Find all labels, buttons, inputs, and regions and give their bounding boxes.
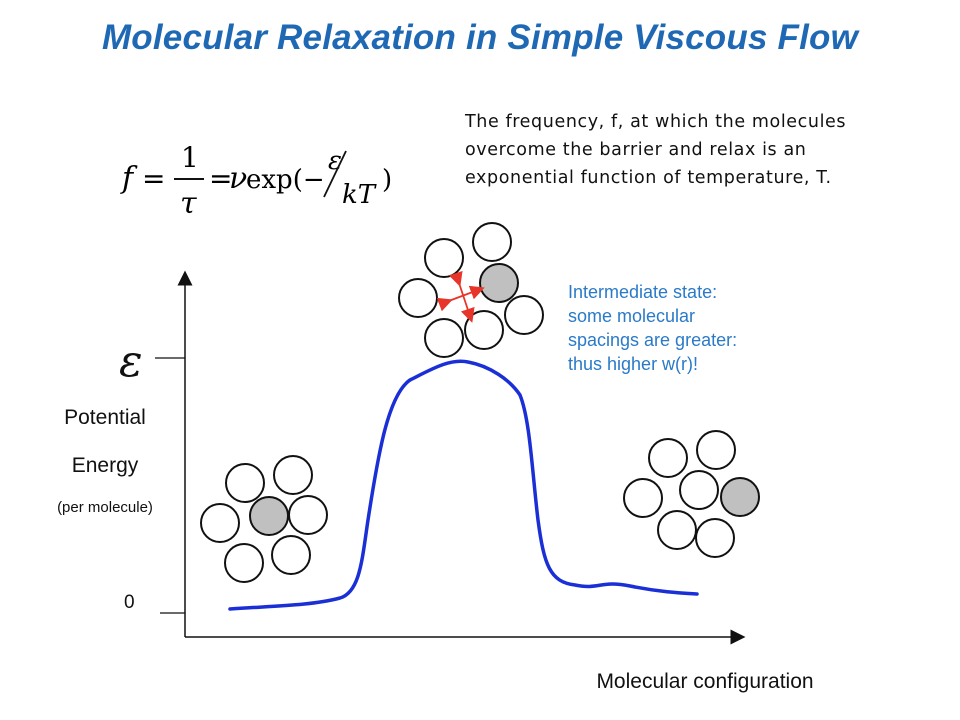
molecule (657, 510, 697, 550)
frequency-description: The frequency, f, at which the molecules… (465, 108, 885, 192)
formula-tau: τ (180, 186, 197, 221)
formula-kT: kT (342, 180, 377, 210)
formula-equals-1: = (142, 162, 165, 195)
spacing-arrow-vertical (448, 270, 475, 323)
formula-nu: ν (229, 161, 247, 196)
molecule (224, 543, 264, 583)
highlighted-molecule (479, 263, 519, 303)
molecule (679, 470, 719, 510)
formula-equals-2: = (209, 162, 232, 195)
molecule (696, 430, 736, 470)
molecule (200, 503, 240, 543)
y-label-potential: Potential (64, 406, 146, 429)
molecule (398, 278, 438, 318)
final-state-cluster (623, 430, 760, 558)
molecule (271, 535, 311, 575)
potential-energy-curve (228, 359, 699, 611)
molecule (623, 478, 663, 518)
note-line-4: thus higher w(r)! (568, 354, 699, 374)
formula-slash (323, 150, 347, 198)
molecule (472, 222, 512, 262)
zero-label: 0 (124, 592, 135, 613)
molecule (648, 438, 688, 478)
y-label-energy: Energy (71, 454, 139, 477)
highlighted-molecule (249, 496, 289, 536)
note-line-3: spacings are greater: (568, 330, 738, 350)
highlighted-molecule (720, 477, 760, 517)
y-label-per-molecule: (per molecule) (57, 499, 153, 516)
spacing-arrows (436, 270, 485, 323)
description-line-2: overcome the barrier and relax is an (465, 140, 807, 160)
molecule (225, 463, 265, 503)
slide-title: Molecular Relaxation in Simple Viscous F… (101, 18, 859, 57)
intermediate-state-cluster (398, 222, 544, 358)
formula-numerator: 1 (181, 141, 199, 174)
initial-state-cluster (200, 455, 328, 583)
note-line-2: some molecular (568, 306, 696, 326)
description-line-3: exponential function of temperature, T. (465, 168, 832, 188)
molecule (504, 295, 544, 335)
molecule (424, 318, 464, 358)
description-line-1: The frequency, f, at which the molecules (465, 112, 847, 132)
note-line-1: Intermediate state: (568, 282, 718, 302)
epsilon-label: ε (119, 336, 143, 387)
molecule (424, 238, 464, 278)
molecule (273, 455, 313, 495)
frequency-formula: f = 1 τ = ν exp(− ε kT ) (120, 141, 392, 221)
molecule (288, 495, 328, 535)
x-axis-label: Molecular configuration (596, 670, 814, 693)
molecule (695, 518, 735, 558)
formula-exp: exp(− (246, 165, 325, 195)
molecule (464, 310, 504, 350)
intermediate-state-note: Intermediate state: some molecular spaci… (568, 280, 828, 376)
formula-close-paren: ) (382, 165, 392, 195)
